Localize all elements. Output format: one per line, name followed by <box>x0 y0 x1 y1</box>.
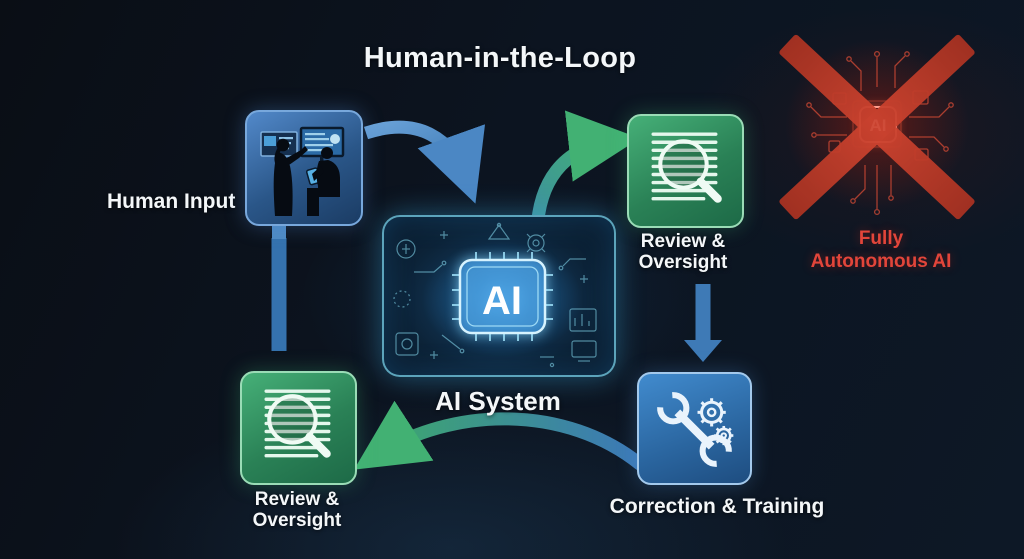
arrow-review-to-correction <box>684 284 722 362</box>
document-review-icon <box>651 132 722 203</box>
ai-chip-icon: AI <box>393 222 597 368</box>
arrow-human-to-ai <box>363 120 486 204</box>
fully-autonomous-label: Fully Autonomous AI <box>810 228 952 272</box>
gear-large-icon <box>697 398 726 427</box>
review-oversight-top-label: Review & Oversight <box>638 231 728 273</box>
connector-human-to-review <box>271 226 287 351</box>
correction-training-label: Correction & Training <box>609 495 825 518</box>
ai-system-node: AI <box>382 215 616 377</box>
crossed-out-ai-icon: AI <box>779 34 975 220</box>
correction-training-node <box>637 372 752 485</box>
ai-chip-text: AI <box>482 279 522 323</box>
magnifier-icon <box>658 139 722 203</box>
human-input-label: Human Input <box>107 190 236 213</box>
woman-silhouette <box>273 138 308 216</box>
magnifier-icon <box>267 394 331 458</box>
review-oversight-bottom-label: Review & Oversight <box>252 489 342 531</box>
red-x-icon <box>779 34 975 220</box>
ai-system-label: AI System <box>435 386 561 416</box>
wrench-icon <box>657 392 732 467</box>
arrow-correction-to-review <box>354 400 646 471</box>
review-oversight-bottom-node <box>240 371 357 485</box>
circuit-doodles <box>393 222 597 368</box>
page-title: Human-in-the-Loop <box>363 42 637 74</box>
ai-chip: AI <box>458 258 547 335</box>
human-collaboration-icon <box>260 126 345 216</box>
document-review-icon <box>264 389 331 458</box>
fully-autonomous-node: AI <box>765 25 1005 225</box>
man-silhouette <box>307 147 340 216</box>
review-oversight-top-node <box>627 114 744 228</box>
wrench-gears-icon <box>657 392 734 467</box>
human-input-node <box>245 110 363 226</box>
